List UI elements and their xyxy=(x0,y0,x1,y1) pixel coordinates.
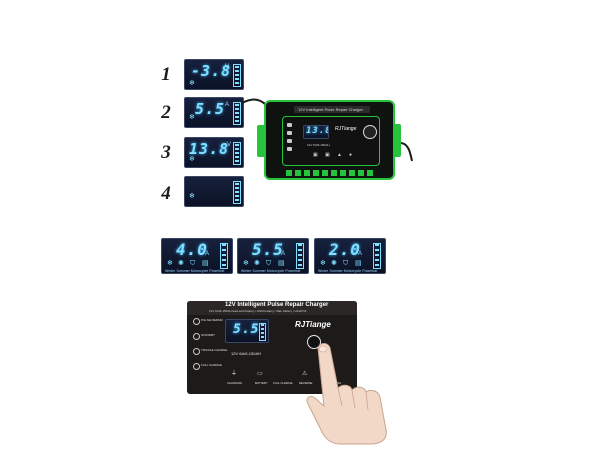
mode-labels: Winter Summer Motorcycle Powerbat xyxy=(241,269,301,273)
small-charger-title-bar: 12V Intelligent Pulse Repair Charger xyxy=(294,106,370,113)
snowflake-icon: ❄ xyxy=(243,260,249,267)
status-label-battery: BATTERY xyxy=(255,381,268,385)
step-lcd-3: 13.8 V ❄ xyxy=(184,137,244,168)
mode-lcd-3: 2.0 A ❄ ✺ ⛉ ▤ Winter Summer Motorcycle P… xyxy=(314,238,386,274)
battery-icon: ▤ xyxy=(278,260,285,267)
step-number-3: 3 xyxy=(161,142,171,163)
snowflake-icon: ❄ xyxy=(189,114,195,121)
snowflake-icon: ❄ xyxy=(189,156,195,163)
mode-reading-3: 2.0 xyxy=(329,240,361,259)
left-indicator-4 xyxy=(193,363,200,370)
step-lcd-2: 5.5 A ❄ xyxy=(184,97,244,128)
battery-gauge-icon xyxy=(233,181,241,204)
sun-icon: ✺ xyxy=(254,260,260,267)
large-charger-spec: 12V 6A/6-150AH xyxy=(231,351,262,356)
small-charger-status-icons: ▣ ▣ ▲ ● xyxy=(313,152,353,158)
step-number-4: 4 xyxy=(161,183,171,204)
charger-side-grip-left xyxy=(257,125,267,157)
shield-icon: ⛉ xyxy=(266,260,272,267)
step-lcd-4: ❄ xyxy=(184,176,244,207)
charger-cable xyxy=(241,98,267,106)
status-label-charging: CHARGING xyxy=(227,381,243,385)
step-reading-1: -3.8 xyxy=(191,62,232,80)
status-label-reverse: REVERSE xyxy=(299,381,313,385)
step-number-1: 1 xyxy=(161,64,171,85)
large-charger-lcd: 5.5 xyxy=(225,319,269,343)
mode-reading-2: 5.5 xyxy=(252,240,284,259)
step-lcd-1: -3.8 V ❄ xyxy=(184,59,244,90)
shield-icon: ⛉ xyxy=(343,260,349,267)
left-indicator-label-3: TRICKLE CHARGE xyxy=(201,348,228,352)
warning-icon: ⚠ xyxy=(302,371,308,377)
mode-unit-1: A xyxy=(205,251,210,257)
battery-icon: ▤ xyxy=(355,260,362,267)
plug-icon: ⏚ xyxy=(231,371,238,377)
status-label-full: FULL CHARGE xyxy=(273,381,293,385)
mode-labels: Winter Summer Motorcycle Powerbat xyxy=(165,269,225,273)
small-charger-lcd: 13.8 xyxy=(303,125,329,139)
mode-reading-1: 4.0 xyxy=(176,240,208,259)
small-charger-faceplate: 13.8 RJTiange 12V 6A/6-150AH ▣ ▣ ▲ ● xyxy=(282,116,380,166)
charger-side-grip-right xyxy=(391,124,401,157)
mode-labels: Winter Summer Motorcycle Powerbat xyxy=(318,269,378,273)
snowflake-icon: ❄ xyxy=(167,260,173,267)
left-indicator-2 xyxy=(193,333,200,340)
shield-icon: ⛉ xyxy=(190,260,196,267)
small-charger-indicator-lights xyxy=(287,123,297,153)
step-reading-3: 13.8 xyxy=(189,140,230,158)
large-charger-title: 12V Intelligent Pulse Repair Charger xyxy=(225,302,329,308)
left-indicator-3 xyxy=(193,348,200,355)
left-indicator-label-1: PULSE REPAIR xyxy=(201,318,223,322)
large-charger-title-strip: 12V Intelligent Pulse Repair Charger 12V… xyxy=(187,301,357,315)
mode-lcd-1: 4.0 A ❄ ✺ ⛉ ▤ Winter Summer Motorcycle P… xyxy=(161,238,233,274)
snowflake-icon: ❄ xyxy=(189,193,195,200)
left-indicator-label-4: FULL CHARGE xyxy=(201,363,222,367)
sun-icon: ✺ xyxy=(331,260,337,267)
large-charger-subtitle: 12V 6A/6-150AH lead-acid battery / AGM b… xyxy=(209,309,307,313)
left-indicator-label-2: STANDBY xyxy=(201,333,215,337)
large-charger-mode-button[interactable] xyxy=(307,335,321,349)
large-charger-reading: 5.5 xyxy=(233,322,260,337)
large-charger-panel: 12V Intelligent Pulse Repair Charger 12V… xyxy=(187,301,357,394)
battery-gauge-icon xyxy=(233,64,241,87)
charger-cable-right xyxy=(400,142,413,162)
battery-gauge-icon xyxy=(373,243,381,269)
battery-icon: ▭ xyxy=(257,371,263,377)
step-number-2: 2 xyxy=(161,102,171,123)
small-charger-title: 12V Intelligent Pulse Repair Charger xyxy=(298,107,363,112)
small-charger-body: 12V Intelligent Pulse Repair Charger 13.… xyxy=(264,100,395,180)
mode-unit-2: A xyxy=(281,251,286,257)
small-charger-brand: RJTiange xyxy=(335,126,357,132)
large-charger-brand: RJTiange xyxy=(295,320,331,329)
left-indicator-1 xyxy=(193,318,200,325)
battery-gauge-icon xyxy=(220,243,228,269)
small-charger-spec: 12V 6A/6-150AH xyxy=(307,143,330,147)
step-unit-3: V xyxy=(227,142,232,148)
small-charger-mode-button[interactable] xyxy=(363,125,377,139)
battery-gauge-icon xyxy=(296,243,304,269)
battery-gauge-icon xyxy=(259,323,266,341)
mode-lcd-2: 5.5 A ❄ ✺ ⛉ ▤ Winter Summer Motorcycle P… xyxy=(237,238,309,274)
small-charger-grip-strips xyxy=(286,170,376,176)
step-unit-1: V xyxy=(225,64,230,70)
snowflake-icon: ❄ xyxy=(320,260,326,267)
battery-icon: ▤ xyxy=(202,260,209,267)
small-charger-reading: 13.8 xyxy=(306,126,328,136)
pointing-hand-illustration xyxy=(306,343,387,445)
mode-unit-3: A xyxy=(358,251,363,257)
step-unit-2: A xyxy=(225,102,230,108)
battery-gauge-icon xyxy=(233,102,241,125)
sun-icon: ✺ xyxy=(178,260,184,267)
battery-gauge-icon xyxy=(233,142,241,165)
step-reading-2: 5.5 xyxy=(195,100,226,118)
snowflake-icon: ❄ xyxy=(189,80,195,87)
